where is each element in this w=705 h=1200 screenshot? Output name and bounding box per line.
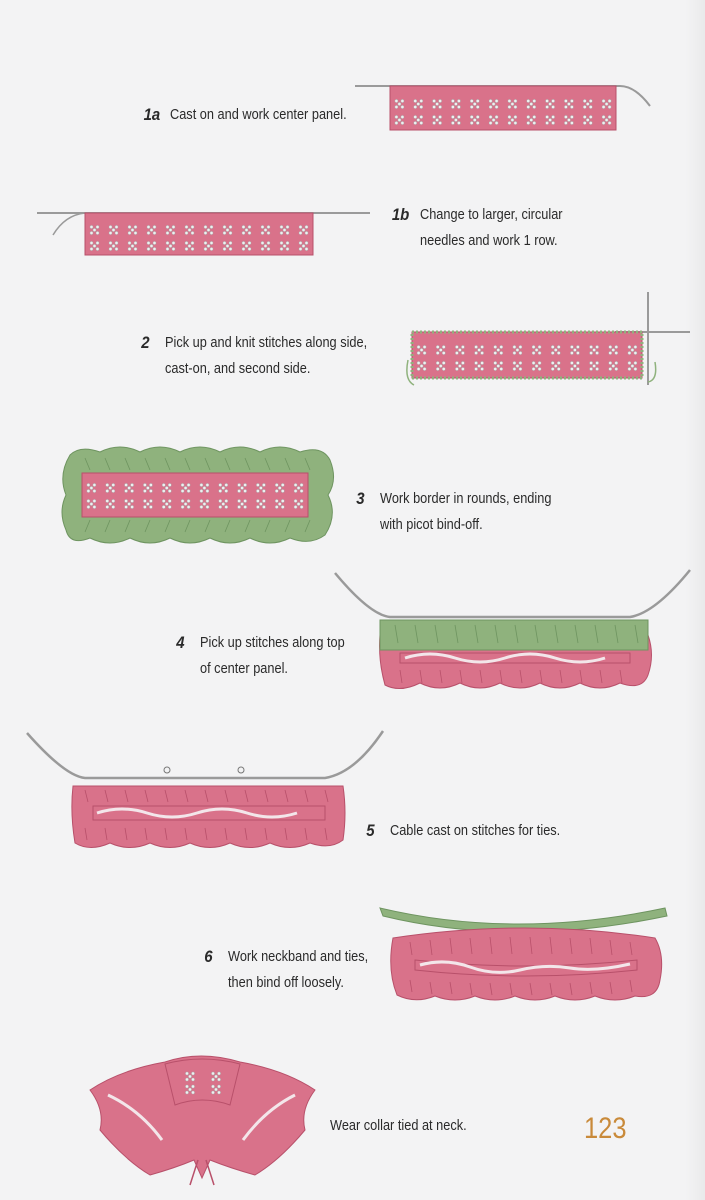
step-text-line: then bind off loosely. [228,975,344,991]
final-caption-text: Wear collar tied at neck. [330,1118,467,1134]
step-text-line: Change to larger, circular [420,207,563,223]
illustration-3-border-in-rounds [61,446,334,544]
step-text-line: Pick up stitches along top [200,635,345,651]
step-5: 5 Cable cast on stitches for ties. [366,818,561,844]
step-1b: 1b Change to larger, circular needles an… [392,202,563,254]
page-gutter-shadow [685,0,705,1200]
final-caption: Wear collar tied at neck. [330,1113,467,1139]
step-4: 4 Pick up stitches along top of center p… [176,630,345,682]
step-1a: 1a Cast on and work center panel. [144,102,347,128]
illustration-5-cable-cast-on [26,730,385,848]
step-text-line: Work border in rounds, ending [380,491,552,507]
step-number: 5 [366,821,375,840]
step-text-line: of center panel. [200,661,288,677]
step-number: 2 [141,333,150,352]
step-text-line: Cable cast on stitches for ties. [390,823,561,839]
illustration-finished-collar [89,1055,316,1186]
step-number: 4 [176,633,185,652]
step-text-line: with picot bind-off. [380,517,483,533]
step-text-line: cast-on, and second side. [165,361,311,377]
step-3: 3 Work border in rounds, ending with pic… [356,486,552,538]
illustration-6-neckband [379,907,668,1001]
step-text-line: Cast on and work center panel. [170,107,347,123]
illustration-2-pick-up-stitches [406,292,690,386]
step-number: 1a [143,105,161,124]
step-text-line: needles and work 1 row. [420,233,558,249]
step-number: 1b [391,205,410,224]
illustration-1a-center-panel [355,85,651,131]
step-text-line: Pick up and knit stitches along side, [165,335,368,351]
step-number: 3 [356,489,365,508]
illustration-1b-circular-needles [37,212,370,256]
step-6: 6 Work neckband and ties, then bind off … [204,944,369,996]
step-text-line: Work neckband and ties, [228,949,369,965]
page-number: 123 [584,1112,627,1145]
step-number: 6 [204,947,213,966]
illustration-4-pick-up-along-top [334,569,691,689]
step-2: 2 Pick up and knit stitches along side, … [141,330,368,382]
